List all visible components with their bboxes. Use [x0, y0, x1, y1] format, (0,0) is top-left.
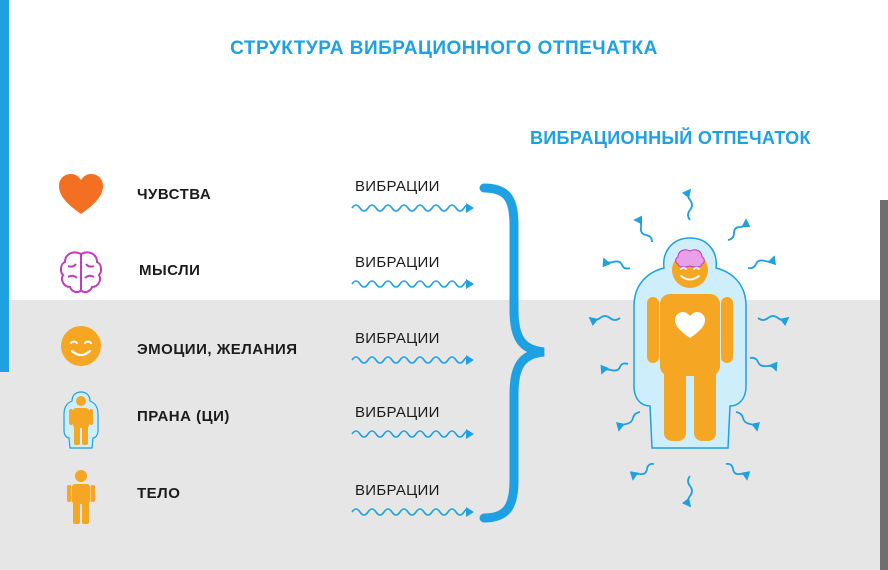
row-emotions: ЭМОЦИИ, ЖЕЛАНИЯ ВИБРАЦИИ — [0, 318, 500, 378]
row-label: ПРАНА (ЦИ) — [137, 408, 230, 425]
background-top — [0, 0, 888, 300]
wave-arrow-icon — [351, 429, 474, 439]
aura-person-icon — [63, 391, 99, 449]
vibration-label: ВИБРАЦИИ — [355, 404, 440, 421]
row-label: ЭМОЦИИ, ЖЕЛАНИЯ — [137, 341, 298, 358]
right-accent-stripe — [880, 200, 888, 570]
heart-icon — [675, 312, 705, 338]
vibration-label: ВИБРАЦИИ — [355, 254, 440, 271]
figure-body — [647, 294, 733, 441]
vibrational-imprint-figure — [588, 188, 790, 508]
wave-arrow-icon — [351, 203, 474, 213]
page-title: СТРУКТУРА ВИБРАЦИОННОГО ОТПЕЧАТКА — [230, 38, 658, 59]
curly-brace — [479, 183, 545, 523]
row-label: ТЕЛО — [137, 485, 181, 502]
row-body: ТЕЛО ВИБРАЦИИ — [0, 468, 500, 528]
wave-arrow-icon — [351, 279, 474, 289]
left-accent-stripe — [0, 0, 9, 372]
wave-arrow-icon — [351, 355, 474, 365]
row-label: ЧУВСТВА — [137, 186, 212, 203]
brain-icon — [675, 249, 705, 268]
smiley-icon — [61, 326, 101, 366]
row-thoughts: МЫСЛИ ВИБРАЦИИ — [0, 242, 500, 302]
vibration-label: ВИБРАЦИИ — [355, 330, 440, 347]
row-prana: ПРАНА (ЦИ) ВИБРАЦИИ — [0, 390, 500, 450]
smiley-icon — [680, 266, 700, 281]
vibration-label: ВИБРАЦИИ — [355, 178, 440, 195]
row-label: МЫСЛИ — [139, 262, 201, 279]
row-feelings: ЧУВСТВА ВИБРАЦИИ — [0, 166, 500, 226]
brain-icon — [59, 251, 103, 294]
person-icon — [67, 470, 95, 524]
vibration-rays — [588, 188, 790, 508]
wave-arrow-icon — [351, 507, 474, 517]
diagram-subtitle: ВИБРАЦИОННЫЙ ОТПЕЧАТОК — [530, 128, 811, 148]
heart-icon — [59, 174, 103, 214]
vibration-label: ВИБРАЦИИ — [355, 482, 440, 499]
